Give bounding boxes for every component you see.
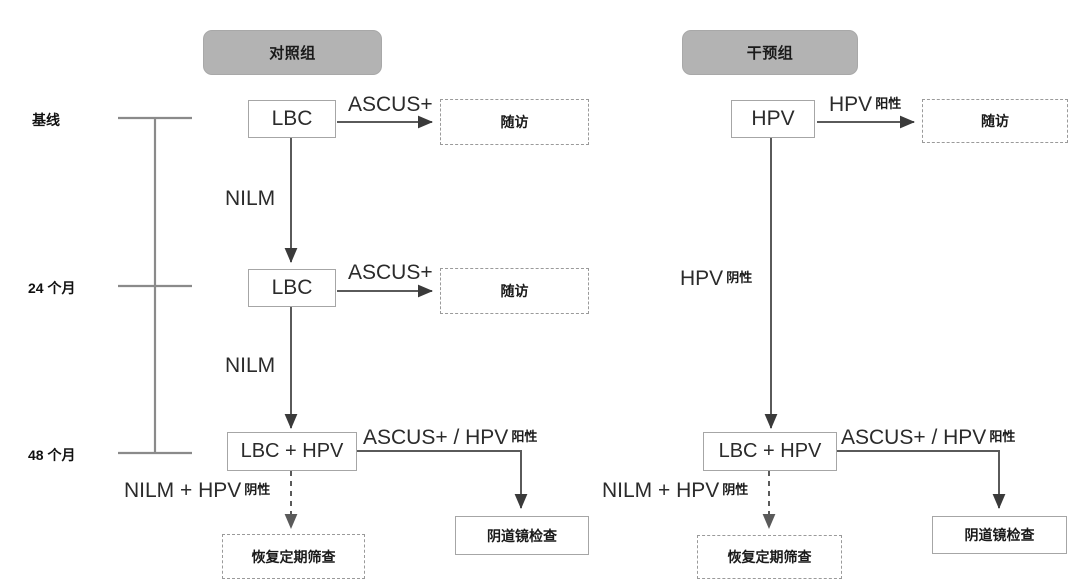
control-month48-negative-sup: 阴性 — [244, 482, 271, 497]
control-month48-test-node[interactable]: LBC + HPV — [227, 432, 357, 471]
group-header-intervention: 干预组 — [682, 30, 858, 75]
control-month48-positive-main: ASCUS+ / HPV — [363, 426, 509, 449]
control-routine-screening-label: 恢复定期筛查 — [251, 548, 336, 565]
intervention-month48-positive-main: ASCUS+ / HPV — [841, 426, 987, 449]
intervention-routine-screening-node[interactable]: 恢复定期筛查 — [697, 535, 842, 579]
intervention-month48-positive-sup: 阳性 — [989, 429, 1016, 444]
group-header-control: 对照组 — [203, 30, 382, 75]
intervention-month48-positive-elbow — [836, 450, 1006, 509]
group-header-control-label: 对照组 — [269, 45, 316, 62]
intervention-baseline-positive-main: HPV — [829, 93, 873, 116]
control-month48-negative-main: NILM + HPV — [124, 479, 242, 502]
intervention-colposcopy-label: 阴道镜检查 — [964, 527, 1035, 543]
intervention-baseline-negative-main: HPV — [680, 267, 724, 290]
intervention-baseline-test-node[interactable]: HPV — [731, 100, 815, 138]
intervention-baseline-followup-label: 随访 — [981, 113, 1009, 129]
control-routine-screening-node[interactable]: 恢复定期筛查 — [222, 534, 365, 579]
intervention-baseline-positive-sup: 阳性 — [875, 96, 902, 111]
control-baseline-followup-label: 随访 — [500, 114, 529, 130]
intervention-month48-test-node[interactable]: LBC + HPV — [703, 432, 837, 471]
control-month24-followup-label: 随访 — [500, 283, 529, 299]
timeline-tick-label-month24: 24 个月 — [28, 280, 76, 296]
timeline-tick-label-month48: 48 个月 — [28, 447, 76, 463]
control-colposcopy-label: 阴道镜检查 — [487, 527, 557, 544]
control-month24-positive-label: ASCUS+ — [348, 261, 433, 284]
control-baseline-positive-label: ASCUS+ — [348, 93, 433, 116]
control-month24-test-node[interactable]: LBC — [248, 269, 336, 307]
intervention-baseline-test-label: HPV — [751, 107, 795, 130]
control-month24-followup-node[interactable]: 随访 — [440, 268, 589, 314]
control-baseline-test-node[interactable]: LBC — [248, 100, 336, 138]
control-baseline-followup-node[interactable]: 随访 — [440, 99, 589, 145]
control-month48-positive-elbow — [356, 450, 528, 509]
control-month24-test-label: LBC — [271, 276, 313, 299]
control-colposcopy-node[interactable]: 阴道镜检查 — [455, 516, 589, 555]
control-baseline-test-label: LBC — [271, 107, 313, 130]
intervention-month48-test-label: LBC + HPV — [718, 440, 822, 462]
control-month48-test-label: LBC + HPV — [240, 440, 344, 462]
intervention-baseline-followup-node[interactable]: 随访 — [922, 99, 1068, 143]
intervention-colposcopy-node[interactable]: 阴道镜检查 — [932, 516, 1067, 554]
control-month24-negative-label: NILM — [225, 354, 276, 377]
timeline-tick-label-baseline: 基线 — [32, 112, 60, 128]
timeline-axis — [118, 116, 192, 455]
intervention-routine-screening-label: 恢复定期筛查 — [727, 549, 812, 565]
intervention-month48-negative-main: NILM + HPV — [602, 479, 720, 502]
control-baseline-negative-label: NILM — [225, 187, 276, 210]
control-month48-positive-sup: 阳性 — [511, 429, 538, 444]
intervention-baseline-negative-sup: 阴性 — [726, 270, 753, 285]
intervention-month48-negative-sup: 阴性 — [722, 482, 749, 497]
group-header-intervention-label: 干预组 — [746, 45, 794, 62]
